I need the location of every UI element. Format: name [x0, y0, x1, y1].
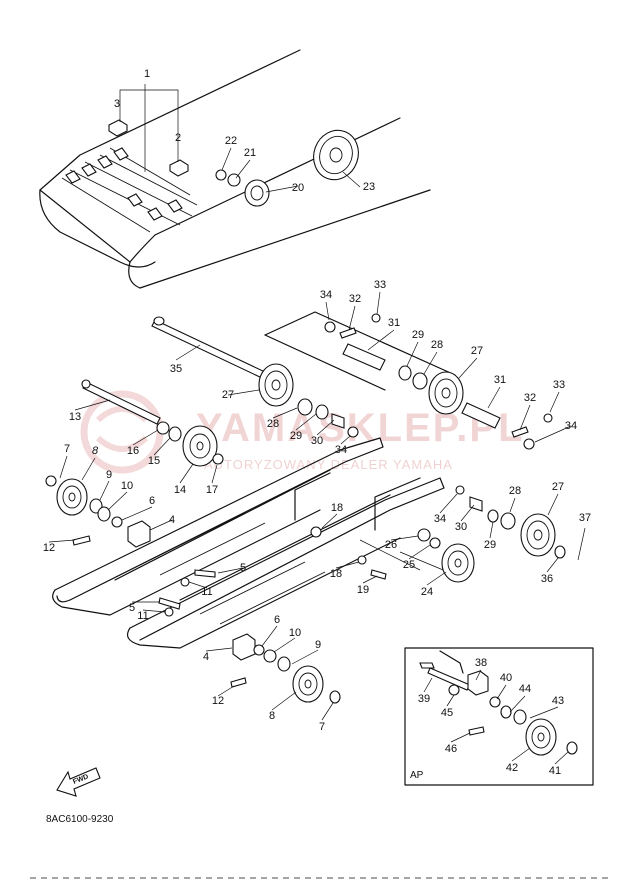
- part-label-p28c: 28: [509, 485, 521, 497]
- part-label-p30b: 30: [455, 521, 467, 533]
- wheel-27-left: [258, 363, 294, 407]
- part-label-p6a: 6: [149, 495, 155, 507]
- ap-inset: AP: [404, 647, 594, 786]
- part-label-p36: 36: [541, 573, 553, 585]
- track-clips: [108, 119, 189, 177]
- part-label-p4b: 4: [203, 651, 209, 663]
- part-label-p38: 38: [475, 657, 487, 669]
- upper-axle-group: [264, 311, 553, 450]
- part-label-p23: 23: [363, 181, 375, 193]
- part-label-p16: 16: [127, 445, 139, 457]
- part-label-p33b: 33: [553, 379, 565, 391]
- part-label-p27b: 27: [471, 345, 483, 357]
- part-label-p14: 14: [174, 484, 186, 496]
- part-label-p29c: 29: [484, 539, 496, 551]
- part-label-p27a: 27: [222, 389, 234, 401]
- part-label-p32a: 32: [349, 293, 361, 305]
- part-label-p2: 2: [175, 132, 181, 144]
- inset-label: AP: [410, 770, 424, 781]
- part-label-p28a: 28: [267, 418, 279, 430]
- brackets: [127, 520, 256, 661]
- part-label-p28b: 28: [431, 339, 443, 351]
- part-label-p21: 21: [244, 147, 256, 159]
- part-label-p43: 43: [552, 695, 564, 707]
- part-label-p12b: 12: [212, 695, 224, 707]
- part-label-p5b: 5: [129, 602, 135, 614]
- part-label-p7a: 7: [64, 443, 70, 455]
- part-label-p17: 17: [206, 484, 218, 496]
- part-label-p12a: 12: [43, 542, 55, 554]
- wheel-14-group: [156, 421, 224, 467]
- part-label-p24: 24: [421, 586, 433, 598]
- part-label-p29b: 29: [412, 329, 424, 341]
- part-label-p19: 19: [357, 584, 369, 596]
- part-label-p9a: 9: [106, 469, 112, 481]
- part-label-p5a: 5: [240, 562, 246, 574]
- part-label-p34d: 34: [434, 513, 446, 525]
- part-label-p31b: 31: [494, 374, 506, 386]
- part-label-p39: 39: [418, 693, 430, 705]
- part-label-p34c: 34: [565, 420, 577, 432]
- part-label-p18b: 18: [330, 568, 342, 580]
- part-label-p10b: 10: [289, 627, 301, 639]
- part-label-p15: 15: [148, 455, 160, 467]
- part-label-p27c: 27: [552, 481, 564, 493]
- part-label-p1: 1: [144, 68, 150, 80]
- left-wheel-8: [45, 475, 123, 546]
- part-label-p25: 25: [403, 559, 415, 571]
- part-label-p22: 22: [225, 135, 237, 147]
- part-label-p45: 45: [441, 707, 453, 719]
- rear-wheel-group: [215, 129, 359, 207]
- part-label-p30a: 30: [311, 435, 323, 447]
- part-label-p6b: 6: [274, 614, 280, 626]
- part-label-p18a: 18: [331, 502, 343, 514]
- part-label-p11b: 11: [137, 610, 148, 622]
- part-label-p9b: 9: [315, 639, 321, 651]
- part-label-p33a: 33: [374, 279, 386, 291]
- watermark-tagline: AUTORYZOWANY DEALER YAMAHA: [204, 457, 453, 472]
- fwd-arrow-icon: FWD: [56, 767, 101, 797]
- part-label-p3: 3: [114, 98, 120, 110]
- part-label-p41: 41: [549, 765, 561, 777]
- part-label-p29a: 29: [290, 430, 302, 442]
- part-label-p20: 20: [292, 182, 304, 194]
- track-belt: [39, 49, 431, 289]
- bolts: [158, 526, 387, 617]
- part-label-p4a: 4: [169, 514, 175, 526]
- part-label-p32b: 32: [524, 392, 536, 404]
- part-label-p37: 37: [579, 512, 591, 524]
- rod-13: [81, 379, 161, 425]
- part-label-p44: 44: [519, 683, 531, 695]
- part-label-p13: 13: [69, 411, 81, 423]
- part-label-p40: 40: [500, 672, 512, 684]
- part-label-p8a: 8: [92, 445, 99, 457]
- part-number-labels: 1234455667788991010111112121314151617181…: [43, 68, 591, 777]
- part-label-p26: 26: [385, 539, 397, 551]
- bearing-28-29-30: [297, 398, 359, 438]
- part-label-p10a: 10: [121, 480, 133, 492]
- diagram-code: 8AC6100-9230: [46, 814, 114, 825]
- part-label-p34a: 34: [320, 289, 332, 301]
- part-label-p34b: 34: [335, 444, 347, 456]
- part-label-p35: 35: [170, 363, 182, 375]
- part-label-p7b: 7: [319, 721, 325, 733]
- part-label-p42: 42: [506, 762, 518, 774]
- slide-rails: [52, 437, 461, 649]
- part-label-p11a: 11: [201, 586, 212, 598]
- part-label-p31a: 31: [388, 317, 400, 329]
- lower-wheel-8: [230, 644, 341, 704]
- part-label-p8b: 8: [269, 710, 275, 722]
- part-label-p46: 46: [445, 743, 457, 755]
- leader-lines: [48, 84, 572, 721]
- right-wheel-set: [417, 485, 586, 583]
